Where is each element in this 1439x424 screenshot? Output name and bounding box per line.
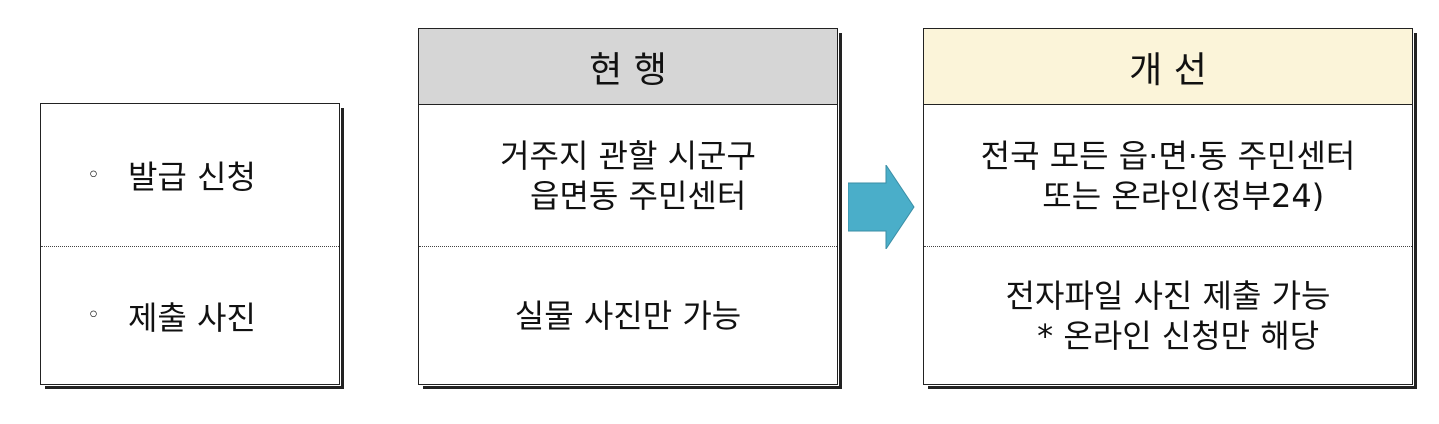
category-label-apply: 발급 신청 (127, 158, 256, 196)
improved-apply-line-2: 또는 온라인(정부24) (1011, 176, 1325, 215)
current-row-photo: 실물 사진만 가능 (419, 247, 837, 384)
improved-photo-line-1: 전자파일 사진 제출 가능 (1005, 276, 1331, 315)
current-photo-line-1: 실물 사진만 가능 (514, 296, 742, 335)
improved-row-photo: 전자파일 사진 제출 가능 * 온라인 신청만 해당 (924, 247, 1412, 384)
improved-header: 개 선 (924, 29, 1412, 105)
current-header: 현 행 (419, 29, 837, 105)
improved-photo-line-2: * 온라인 신청만 해당 (1016, 316, 1320, 355)
improved-table: 개 선 전국 모든 읍·면·동 주민센터 또는 온라인(정부24) 전자파일 사… (923, 28, 1417, 389)
right-arrow-icon (848, 165, 915, 249)
current-table: 현 행 거주지 관할 시군구 읍면동 주민센터 실물 사진만 가능 (418, 28, 842, 389)
row-divider (419, 246, 837, 247)
current-row-apply: 거주지 관할 시군구 읍면동 주민센터 (419, 105, 837, 246)
improved-apply-line-1: 전국 모든 읍·면·동 주민센터 (980, 136, 1356, 175)
row-divider (924, 246, 1412, 247)
current-apply-line-2: 읍면동 주민센터 (509, 176, 747, 215)
current-apply-line-1: 거주지 관할 시군구 (500, 136, 756, 175)
improved-row-apply: 전국 모든 읍·면·동 주민센터 또는 온라인(정부24) (924, 105, 1412, 246)
category-box: ◦ 발급 신청 ◦ 제출 사진 (40, 103, 344, 389)
category-row-photo: ◦ 제출 사진 (41, 247, 339, 384)
bullet-icon: ◦ (87, 162, 100, 188)
bullet-icon: ◦ (87, 303, 100, 328)
category-row-apply: ◦ 발급 신청 (41, 104, 339, 246)
category-label-photo: 제출 사진 (127, 298, 256, 337)
row-divider (41, 246, 339, 247)
